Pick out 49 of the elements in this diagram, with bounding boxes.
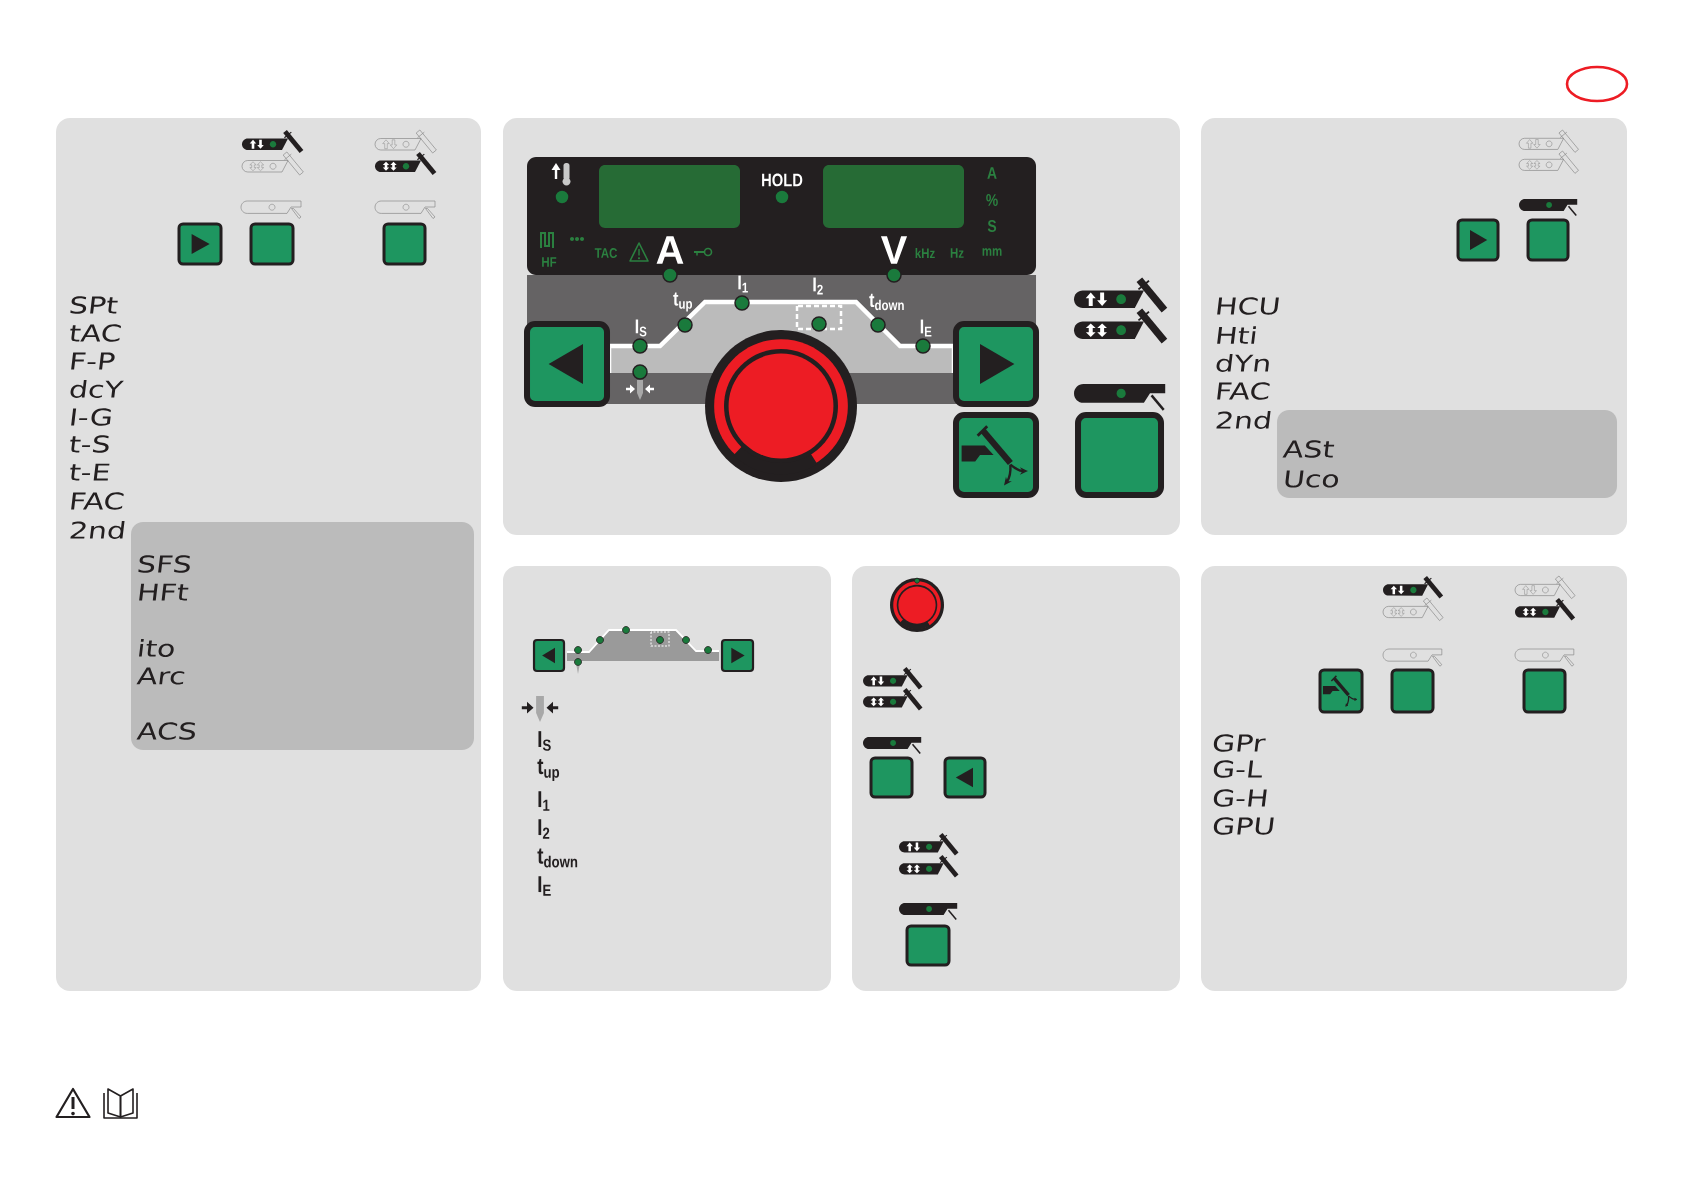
menu-code: SFS [138, 555, 190, 573]
menu-code: SPt [70, 296, 118, 314]
menu-code: G-L [1213, 760, 1262, 778]
parameter-label: t$_{up}$ [537, 758, 560, 782]
menu-code: ASt [1282, 440, 1335, 458]
menu-code: HCU [1217, 297, 1279, 315]
menu-code: t-E [70, 463, 110, 481]
parameter-label: I$_{E}$ [538, 876, 551, 896]
unit-label: kHz [915, 247, 935, 259]
menu-code: ACS [136, 722, 195, 740]
menu-code: F-P [71, 352, 115, 370]
menu-code: t-S [70, 435, 109, 453]
menu-code: dcY [70, 380, 124, 398]
menu-code: tAC [70, 324, 121, 342]
menu-code: 2nd [1216, 411, 1271, 429]
menu-code: FAC [71, 492, 124, 510]
parameter-label: I$_{S}$ [538, 731, 551, 751]
menu-code: Uco [1285, 470, 1338, 488]
menu-code: ito [139, 639, 174, 657]
unit-label: mm [982, 248, 1002, 256]
menu-code: GPr [1213, 734, 1266, 752]
unit-label: % [986, 194, 998, 206]
parameter-label: t$_{down}$ [537, 848, 578, 868]
menu-code: GPU [1213, 817, 1274, 835]
parameter-label: I$_{1}$ [738, 275, 748, 293]
menu-code: dYn [1216, 354, 1269, 372]
parameter-label: I$_{1}$ [538, 791, 550, 811]
menu-code: I-G [71, 408, 111, 426]
unit-label: Hz [950, 248, 964, 258]
parameter-label: t$_{up}$ [673, 292, 693, 312]
menu-code: HFt [139, 583, 189, 601]
parameter-label: I$_{E}$ [920, 319, 932, 337]
unit-symbol: A [656, 236, 684, 264]
menu-code: Hti [1217, 326, 1257, 344]
parameter-label: I$_{2}$ [538, 819, 550, 839]
indicator-label: HOLD [762, 173, 803, 187]
panel-background [852, 566, 1180, 991]
unit-label: HF [542, 257, 557, 267]
menu-code: 2nd [70, 521, 125, 539]
unit-label: S [987, 220, 997, 233]
unit-label: TAC [594, 248, 618, 258]
menu-code: FAC [1217, 382, 1270, 400]
parameter-label: I$_{S}$ [635, 319, 647, 337]
unit-symbol: V [880, 236, 908, 264]
menu-code: Arc [136, 667, 185, 685]
unit-label: A [987, 167, 997, 179]
menu-code: G-H [1213, 789, 1267, 807]
parameter-label: t$_{down}$ [869, 293, 904, 311]
parameter-label: I$_{2}$ [813, 277, 823, 295]
